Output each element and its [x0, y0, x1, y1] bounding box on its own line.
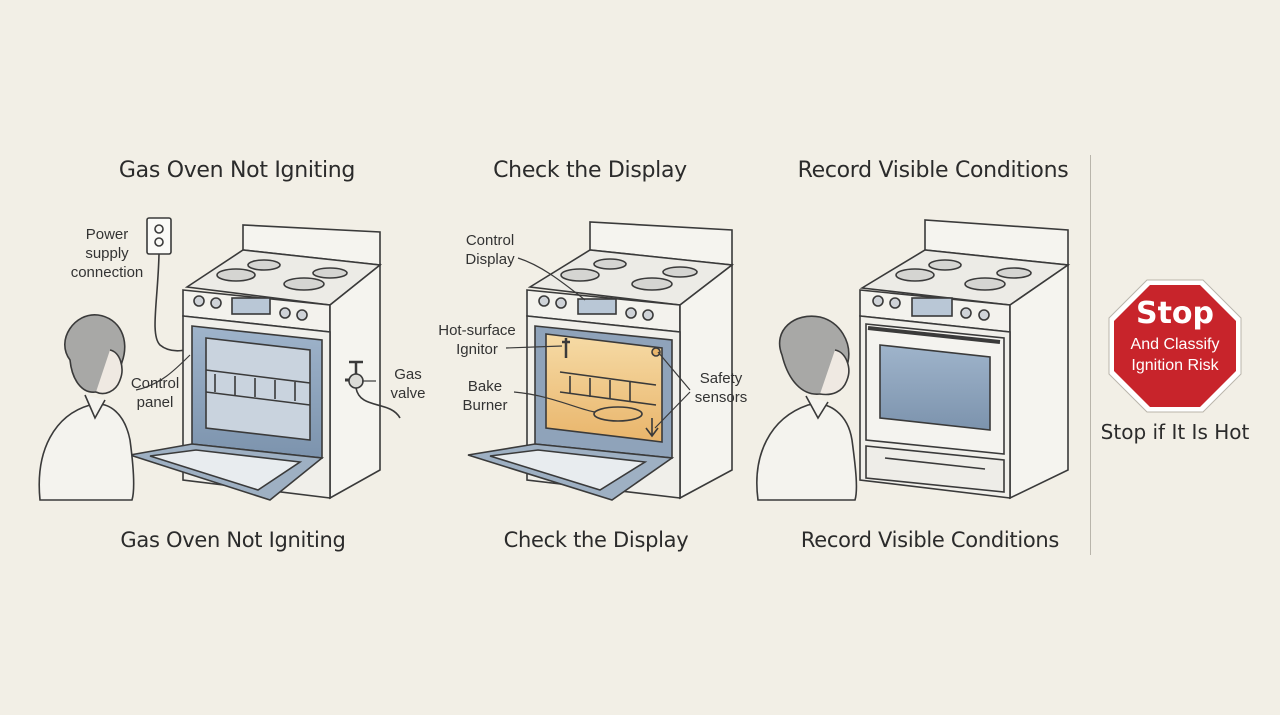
oven-drawer [865, 445, 1005, 493]
panel-1-title: Gas Oven Not Igniting [118, 158, 356, 183]
callout-safety-sensors: Safety sensors [694, 370, 748, 406]
stop-sign-subtitle: And Classify Ignition Risk [1130, 336, 1220, 374]
callout-control-display: Control Display [465, 232, 515, 268]
panel-3-caption: Record Visible Conditions [800, 528, 1060, 552]
panel-2-illustration [467, 221, 735, 501]
callout-hot-surface-ignitor: Hot-surface Ignitor [438, 322, 516, 358]
ignitor-icon [562, 338, 570, 358]
oven-window [879, 344, 991, 431]
safety-sensor-icon [645, 418, 659, 438]
panel-1-illustration [38, 217, 401, 501]
control-display-icon [577, 298, 617, 315]
gas-valve-icon [345, 360, 401, 419]
oven-cavity-lit [545, 333, 663, 443]
bake-burner-icon [593, 406, 643, 422]
callout-bake-burner: Bake Burner [462, 378, 508, 414]
person-figure [756, 315, 858, 501]
panel-2-caption: Check the Display [503, 528, 689, 552]
stop-sign-title: Stop [1135, 296, 1215, 331]
stop-caption: Stop if It Is Hot [1100, 420, 1250, 444]
section-divider [1090, 155, 1091, 555]
panel-3-title: Record Visible Conditions [797, 158, 1069, 183]
oven-display-icon [231, 297, 271, 315]
callout-control-panel: Control panel [130, 375, 180, 411]
person-figure [38, 314, 135, 501]
callout-gas-valve: Gas valve [390, 366, 426, 402]
stop-sign-icon [1108, 279, 1242, 413]
panel-1-caption: Gas Oven Not Igniting [120, 528, 346, 552]
panel-3-illustration [756, 219, 1071, 501]
power-outlet-icon [146, 217, 172, 255]
callout-power-supply: Power supply connection [70, 226, 144, 281]
panel-2-title: Check the Display [493, 158, 687, 183]
